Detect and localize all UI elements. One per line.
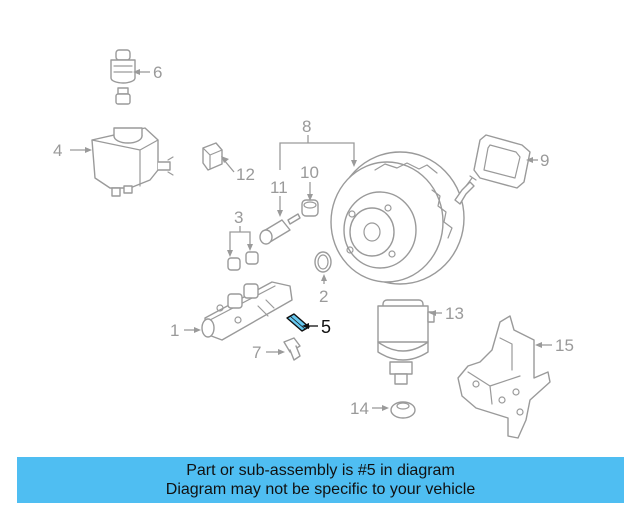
part-3-grommets[interactable]	[227, 251, 259, 271]
callout-11: 11	[270, 178, 288, 197]
callout-13: 13	[445, 304, 464, 323]
callout-14: 14	[350, 399, 369, 418]
callout-6: 6	[153, 63, 162, 82]
part-7-fitting[interactable]	[283, 337, 301, 361]
part-5-pin[interactable]	[286, 313, 310, 332]
callout-12: 12	[236, 165, 255, 184]
part-11-check-valve[interactable]	[259, 213, 301, 245]
callout-3: 3	[234, 208, 243, 227]
part-14-grommet[interactable]	[390, 401, 416, 419]
banner-line-1: Part or sub-assembly is #5 in diagram	[186, 462, 455, 479]
part-6-reservoir-cap[interactable]	[110, 49, 136, 105]
callout-5: 5	[321, 317, 331, 337]
callout-2: 2	[319, 287, 328, 306]
callout-15: 15	[555, 336, 574, 355]
part-2-o-ring[interactable]	[314, 251, 332, 273]
callout-9: 9	[540, 151, 549, 170]
callout-7: 7	[252, 343, 261, 362]
part-12-bracket[interactable]	[202, 142, 223, 171]
part-10-grommet[interactable]	[301, 199, 319, 217]
callout-4: 4	[53, 141, 62, 160]
leader-lines	[70, 69, 552, 411]
callout-1: 1	[170, 321, 179, 340]
part-15-abs-bracket[interactable]	[457, 315, 551, 439]
part-8-brake-booster[interactable]	[330, 151, 477, 285]
callout-8: 8	[302, 117, 311, 136]
banner-line-2: Diagram may not be specific to your vehi…	[165, 481, 476, 498]
callout-10: 10	[300, 163, 319, 182]
info-banner: Part or sub-assembly is #5 in diagram Di…	[17, 457, 624, 503]
part-13-pump[interactable]	[377, 299, 435, 385]
part-1-master-cylinder[interactable]	[201, 281, 293, 341]
part-4-brake-fluid-reservoir[interactable]	[91, 127, 174, 197]
part-9-gasket[interactable]	[473, 134, 531, 189]
